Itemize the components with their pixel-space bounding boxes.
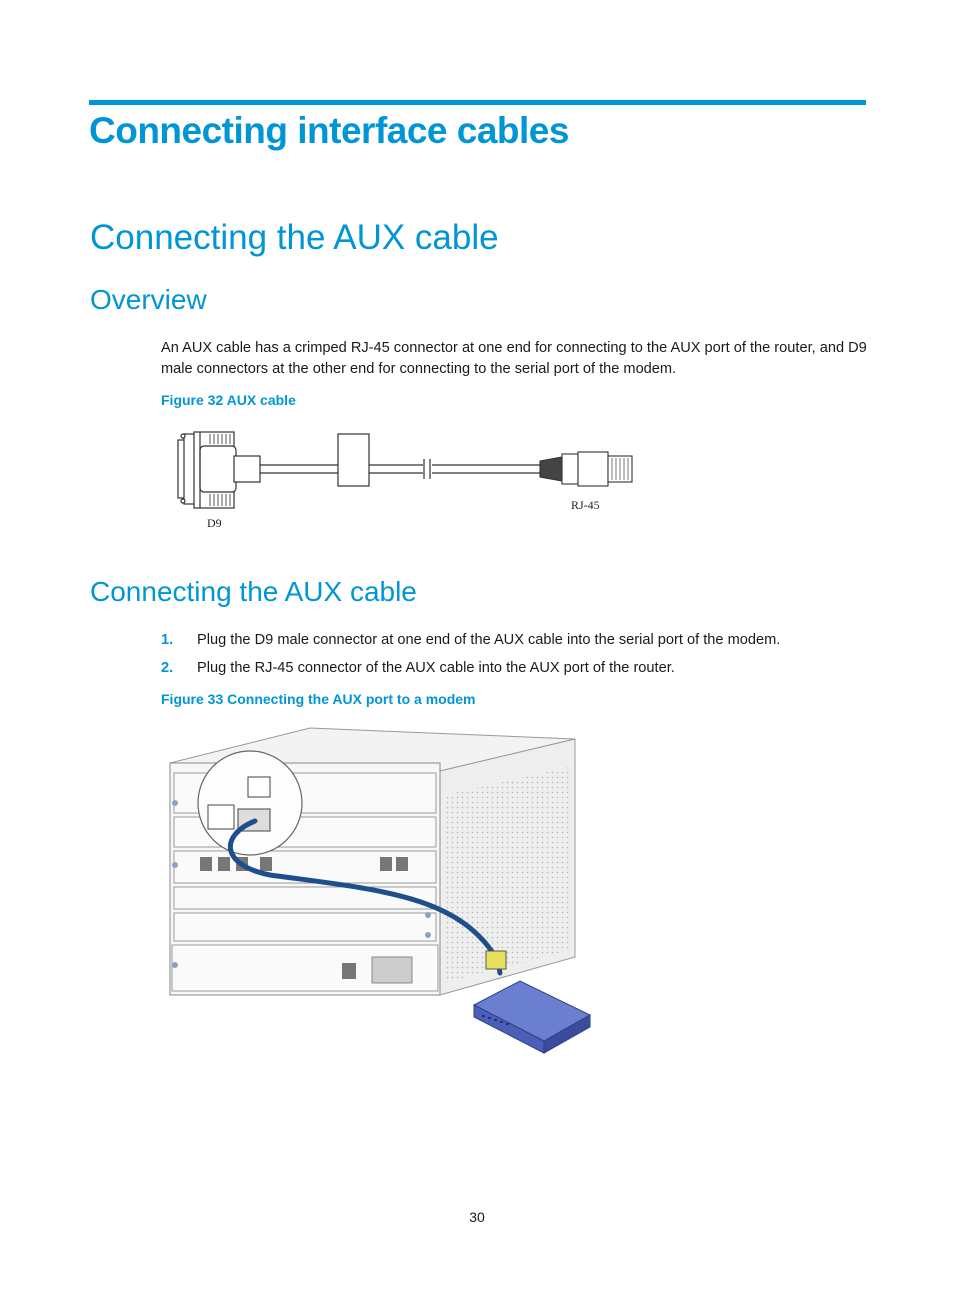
figure-33-caption: Figure 33 Connecting the AUX port to a m… — [161, 691, 476, 707]
figure-32-caption: Figure 32 AUX cable — [161, 392, 296, 408]
page-number: 30 — [469, 1209, 485, 1225]
cable-label-tag — [337, 433, 370, 487]
magnified-aux-port — [197, 750, 303, 856]
rj45-connector-icon — [539, 451, 633, 487]
step-1-text: Plug the D9 male connector at one end of… — [197, 632, 781, 648]
d9-label: D9 — [207, 516, 222, 530]
section-title: Connecting the AUX cable — [90, 218, 499, 257]
router-modem-figure — [169, 727, 592, 1054]
overview-paragraph: An AUX cable has a crimped RJ-45 connect… — [161, 340, 867, 377]
rj45-label: RJ-45 — [571, 498, 600, 512]
overview-heading: Overview — [90, 284, 207, 315]
step-2-number: 2. — [161, 660, 174, 676]
aux-cable-line — [227, 818, 503, 976]
step-2-text: Plug the RJ-45 connector of the AUX cabl… — [197, 660, 675, 676]
chapter-rule — [89, 100, 866, 105]
d9-connector-icon — [177, 431, 261, 509]
connecting-heading: Connecting the AUX cable — [90, 576, 417, 607]
chapter-title: Connecting interface cables — [89, 110, 569, 151]
aux-cable-figure — [177, 431, 633, 509]
modem-icon — [472, 980, 592, 1054]
step-1-number: 1. — [161, 632, 174, 648]
